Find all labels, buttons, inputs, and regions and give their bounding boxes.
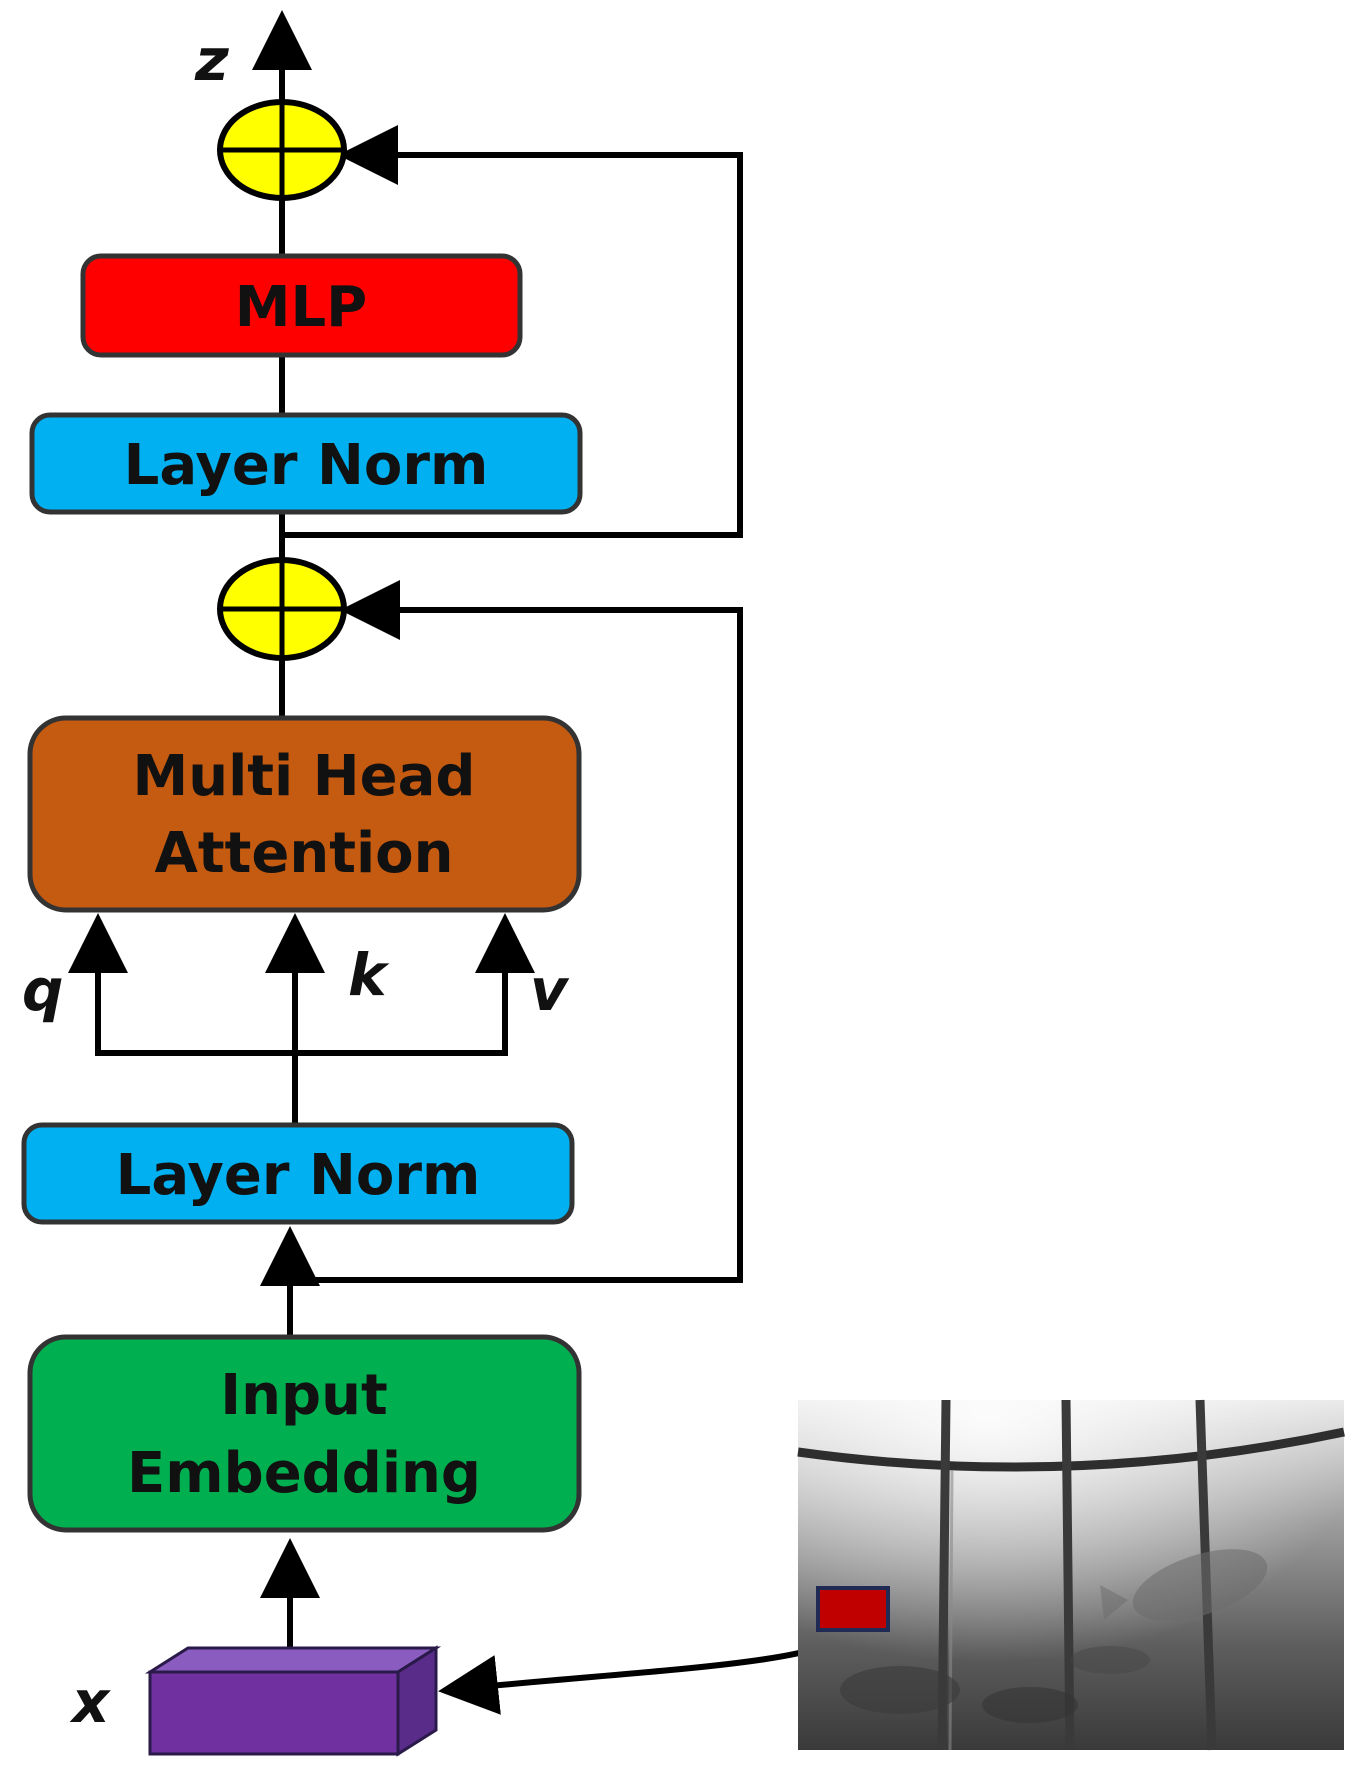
- adder-top: [217, 99, 347, 201]
- layer-norm-bottom-label: Layer Norm: [116, 1143, 481, 1208]
- input-embedding-block: Input Embedding: [27, 1334, 582, 1533]
- mha-label-line2: Attention: [154, 821, 453, 886]
- mha-label-line1: Multi Head: [133, 744, 476, 809]
- layer-norm-top-label: Layer Norm: [124, 433, 489, 498]
- k-label: k: [348, 941, 390, 1009]
- v-label: v: [530, 956, 570, 1024]
- underwater-photo: [797, 1399, 1345, 1751]
- adder-bottom: [217, 557, 347, 661]
- input-label: x: [69, 1668, 111, 1736]
- layer-norm-bottom-block: Layer Norm: [21, 1122, 575, 1225]
- connector-lines: [68, 10, 855, 1715]
- mlp-label: MLP: [235, 275, 367, 340]
- layer-norm-top-block: Layer Norm: [29, 412, 583, 515]
- embedding-label-line2: Embedding: [127, 1441, 481, 1506]
- mlp-block: MLP: [80, 253, 523, 358]
- image-patch: [816, 1586, 890, 1632]
- q-label: q: [22, 956, 64, 1024]
- embedding-label-line1: Input: [220, 1363, 387, 1428]
- multi-head-attention-block: Multi Head Attention: [27, 715, 582, 913]
- 3d-box-icon: [144, 1645, 442, 1757]
- output-label: z: [194, 26, 229, 94]
